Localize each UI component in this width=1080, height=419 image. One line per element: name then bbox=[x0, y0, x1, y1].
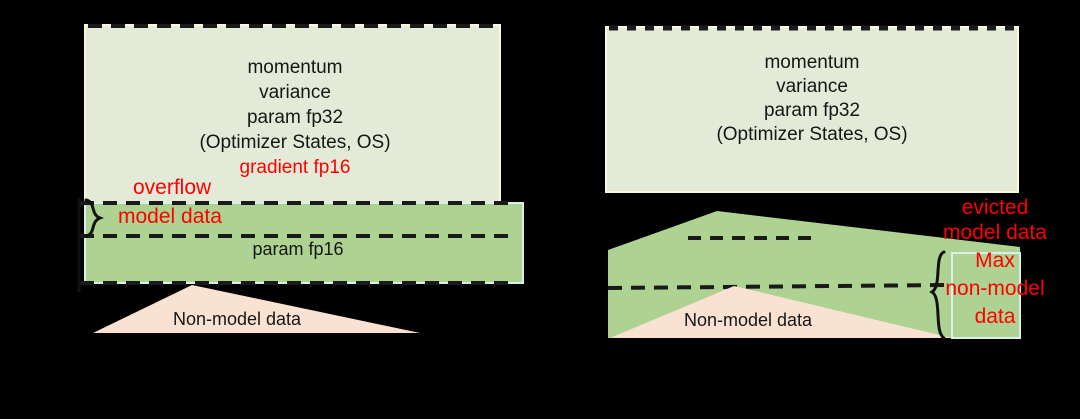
left-model-data-band bbox=[85, 203, 523, 283]
right-non-model-data-label: Non-model data bbox=[683, 310, 813, 330]
left-os-line-optimizer-states: (Optimizer States, OS) bbox=[199, 132, 391, 153]
right-os-line-variance: variance bbox=[776, 76, 848, 97]
left-os-line-momentum: momentum bbox=[247, 57, 343, 78]
left-model-data-band-edge bbox=[84, 202, 524, 284]
left-os-line-param-fp32: param fp32 bbox=[246, 107, 344, 128]
right-max-label-line2: non-model bbox=[945, 277, 1045, 300]
left-optimizer-states-box bbox=[85, 25, 500, 205]
right-os-line-optimizer-states: (Optimizer States, OS) bbox=[716, 124, 908, 145]
right-optimizer-states-box bbox=[606, 27, 1018, 192]
right-evicted-label-line2: model data bbox=[943, 221, 1047, 244]
right-max-non-model-data-curly-brace bbox=[929, 250, 946, 340]
left-param-fp16-label: param fp16 bbox=[252, 239, 344, 259]
left-non-model-data-triangle bbox=[93, 285, 420, 333]
left-non-model-data-label: Non-model data bbox=[172, 309, 302, 329]
right-max-region-block bbox=[952, 253, 1020, 338]
right-os-line-momentum: momentum bbox=[764, 52, 860, 73]
left-overflow-label: overflow bbox=[133, 176, 212, 199]
right-max-label-line3: data bbox=[974, 305, 1016, 328]
right-os-line-param-fp32: param fp32 bbox=[763, 100, 861, 121]
right-max-label-line1: Max bbox=[975, 249, 1015, 272]
left-os-line-gradient-fp16: gradient fp16 bbox=[239, 157, 351, 178]
right-evicted-model-data-region bbox=[608, 211, 1020, 253]
left-model-data-curly-brace bbox=[84, 198, 105, 238]
left-model-data-label: model data bbox=[118, 205, 222, 228]
left-os-line-variance: variance bbox=[259, 82, 331, 103]
right-max-region-block-edge bbox=[951, 252, 1021, 339]
right-mid-dashed-line bbox=[607, 283, 951, 290]
right-evicted-label-line1: evicted bbox=[961, 196, 1029, 219]
right-non-model-data-triangle bbox=[610, 286, 952, 338]
